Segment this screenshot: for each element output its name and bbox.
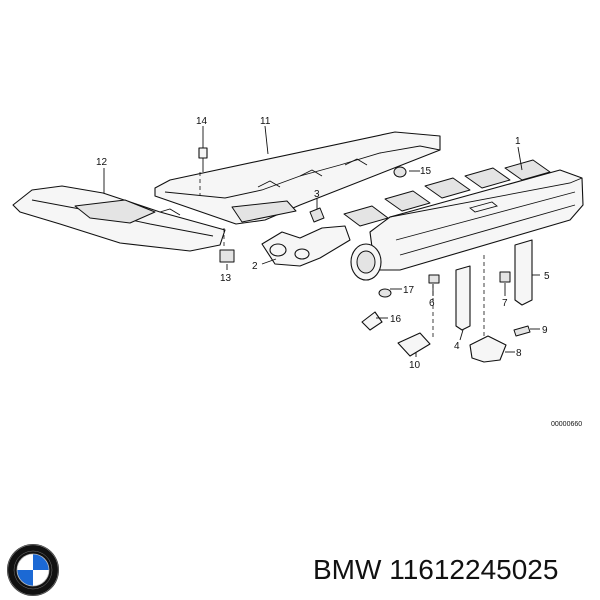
clip-13 [219,249,235,263]
drawing-code: 00000660 [551,421,582,428]
callout-10: 10 [409,360,421,371]
callout-6: 6 [429,298,435,309]
leader-lines [103,125,540,357]
callout-16: 16 [390,314,402,325]
bmw-roundel-logo-icon [7,544,59,596]
callout-9: 9 [542,325,548,336]
callout-7: 7 [502,298,508,309]
sensor-10 [397,332,431,357]
callout-14: 14 [196,116,208,127]
bracket-8 [469,335,507,363]
callout-2: 2 [252,261,258,272]
callout-3: 3 [314,189,320,200]
bolt-9 [513,325,531,337]
sensor-16 [361,311,383,331]
grommet-15 [393,166,407,178]
part-number: BMW 11612245025 [313,554,559,585]
seal-ring-17 [378,288,392,298]
callout-8: 8 [516,348,522,359]
callout-5: 5 [544,271,550,282]
callout-11: 11 [260,116,271,127]
callout-15: 15 [420,166,432,177]
bolt-7 [499,271,511,283]
callout-1: 1 [515,136,521,147]
bolt-14 [198,147,208,172]
bolt-6 [428,274,440,284]
nut-3 [309,207,325,223]
gasket-flange [261,225,351,267]
intake-manifold [343,159,584,331]
callout-13: 13 [220,273,232,284]
heat-shield-lower [12,185,226,252]
callout-12: 12 [96,157,108,168]
callout-4: 4 [454,341,460,352]
heat-shield-upper [154,131,441,225]
callout-17: 17 [403,285,415,296]
